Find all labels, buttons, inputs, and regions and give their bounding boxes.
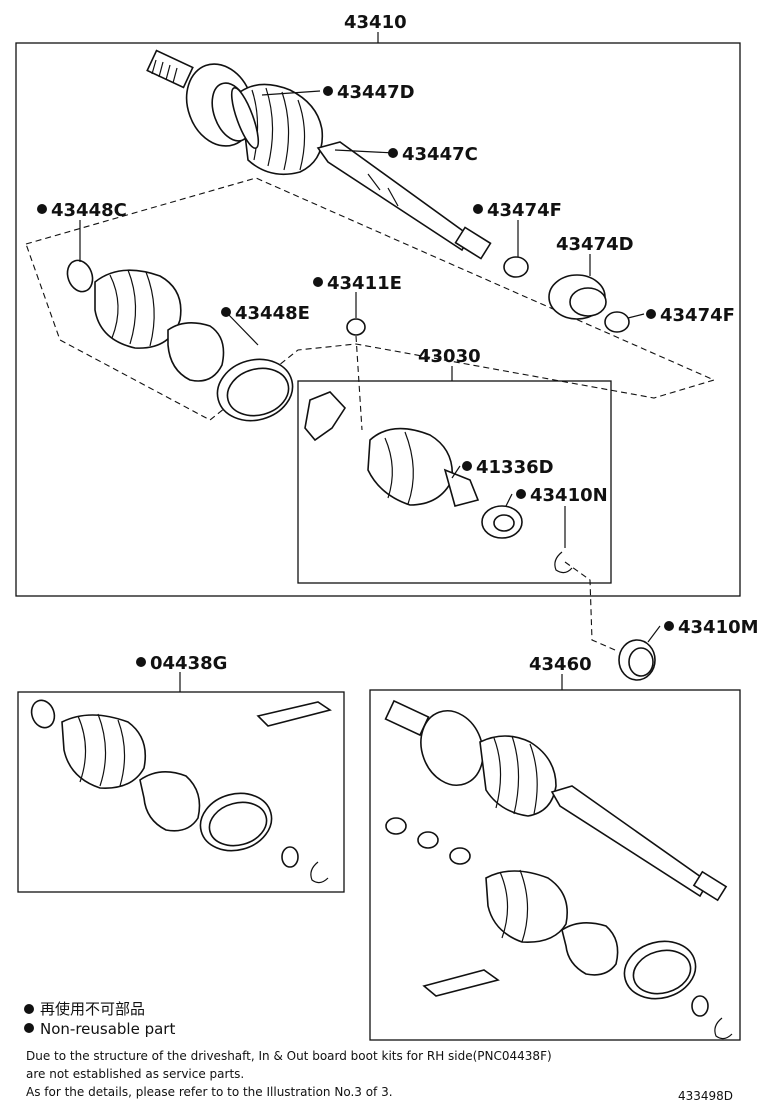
part-label-43410N: 43410N	[530, 485, 608, 506]
outboard-joint-shaft	[146, 49, 492, 260]
non-reusable-mark	[136, 657, 146, 667]
figure-id: 433498D	[678, 1089, 733, 1103]
non-reusable-mark	[473, 204, 483, 214]
part-label-43410M: 43410M	[678, 617, 759, 638]
snap-ring-43410N-part	[554, 551, 573, 574]
part-label-43474F-b: 43474F	[660, 305, 735, 326]
part-label-43410: 43410	[344, 12, 407, 33]
part-label-43447D: 43447D	[337, 82, 415, 103]
part-label-43030: 43030	[418, 346, 481, 367]
non-reusable-mark	[388, 148, 398, 158]
part-label-04438G: 04438G	[150, 653, 227, 674]
part-label-43460: 43460	[529, 654, 592, 675]
dynamic-damper-set	[503, 256, 630, 333]
non-reusable-mark	[516, 489, 526, 499]
inboard-joint-housing-part	[167, 322, 225, 382]
driveshaft-assembly-43460	[384, 699, 733, 1040]
part-label-43447C: 43447C	[402, 144, 478, 165]
part-label-43474D: 43474D	[556, 234, 634, 255]
tripod-part	[304, 391, 347, 442]
non-reusable-mark	[646, 309, 656, 319]
inboard-boot-kit	[66, 259, 294, 422]
part-label-41336D: 41336D	[476, 457, 554, 478]
boot-kit-outline	[25, 177, 716, 421]
assembly-43460-frame	[369, 689, 741, 1041]
footnote-line-2: are not established as service parts.	[26, 1067, 244, 1081]
clamp-43474F-b-part	[604, 311, 630, 333]
grease-packet-part	[256, 701, 332, 727]
legend-bullet-en	[24, 1023, 34, 1033]
non-reusable-mark	[221, 307, 231, 317]
non-reusable-mark	[664, 621, 674, 631]
legend-text-jp: 再使用不可部品	[40, 1000, 145, 1018]
snap-ring-43411E-part	[346, 318, 366, 336]
assembly-43030-frame	[297, 380, 612, 584]
legend-text-en: Non-reusable part	[40, 1020, 175, 1038]
non-reusable-mark	[37, 204, 47, 214]
inboard-joint-43030	[304, 391, 573, 574]
non-reusable-mark	[313, 277, 323, 287]
footnote-line-3: As for the details, please refer to to t…	[26, 1085, 393, 1099]
boot-kit-04438G	[30, 699, 332, 884]
part-label-43448C: 43448C	[51, 200, 127, 221]
non-reusable-mark	[462, 461, 472, 471]
part-label-43448E: 43448E	[235, 303, 310, 324]
part-label-43474F-a: 43474F	[487, 200, 562, 221]
band-clamp-43448C-part	[66, 259, 94, 293]
part-label-43411E: 43411E	[327, 273, 402, 294]
clamp-43474F-a-part	[503, 256, 529, 278]
legend-bullet-jp	[24, 1004, 34, 1014]
footnote-line-1: Due to the structure of the driveshaft, …	[26, 1049, 552, 1063]
kit-04438G-frame	[17, 691, 345, 893]
non-reusable-mark	[323, 86, 333, 96]
